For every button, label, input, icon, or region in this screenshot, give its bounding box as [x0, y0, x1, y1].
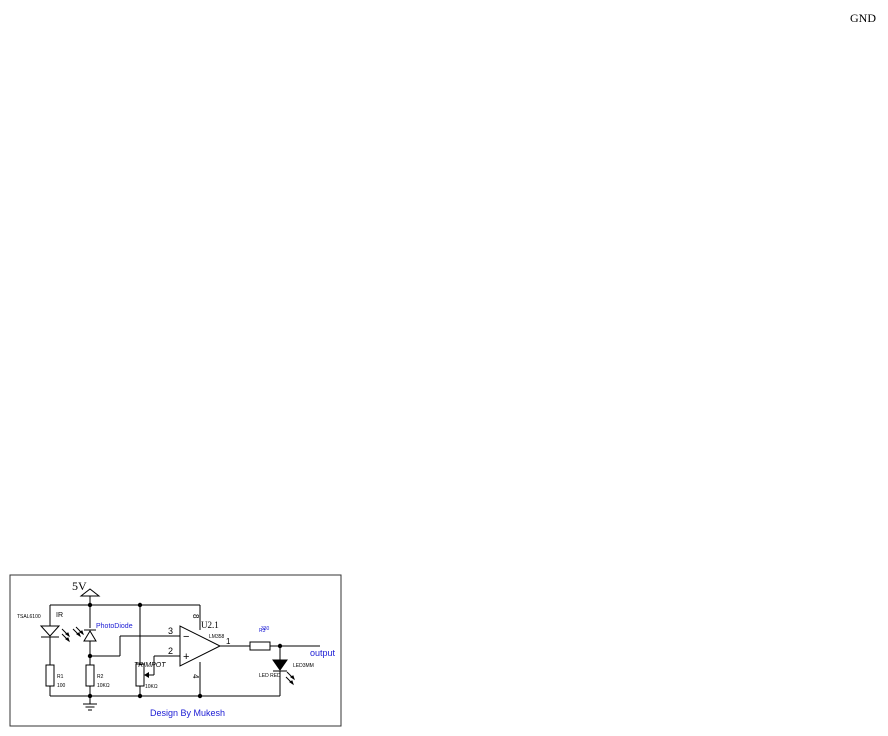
- r2-ref: R2: [97, 674, 104, 680]
- r3-ref: R3: [259, 628, 266, 634]
- led-name-label: LED RED: [259, 673, 281, 679]
- ir-led-symbol: [39, 625, 70, 643]
- r3-value: 330: [261, 626, 270, 632]
- ir-part-label: TSAL6100: [17, 614, 41, 620]
- ground-symbol: [83, 703, 97, 711]
- opamp-pin-8: 8: [191, 614, 200, 619]
- opamp-pin-1: 1: [226, 637, 231, 646]
- opamp-symbol: [179, 625, 222, 667]
- supply-5v-symbol: [79, 588, 101, 597]
- r1-ref: R1: [57, 674, 64, 680]
- r2-symbol: [85, 664, 95, 687]
- r2-value: 10KΩ: [97, 683, 110, 689]
- junctions: [87, 602, 283, 699]
- trimpot-name: TRIMPOT: [134, 662, 166, 669]
- opamp-pin-2: 2: [168, 646, 173, 656]
- r1-value: 100: [57, 683, 66, 689]
- opamp-plus-sign: +: [183, 651, 189, 663]
- output-net-label: output: [310, 648, 336, 658]
- r3-symbol: [249, 641, 271, 651]
- supply-label: 5V: [72, 579, 87, 593]
- design-credit: Design By Mukesh: [150, 708, 225, 718]
- led-red-symbol: [272, 659, 295, 686]
- photodiode-label: PhotoDiode: [96, 623, 133, 630]
- opamp-ref: U2.1: [201, 620, 219, 630]
- opamp-pin-4: 4: [191, 674, 200, 679]
- r1-symbol: [45, 664, 55, 687]
- ir-name-label: IR: [56, 612, 63, 619]
- trimpot-value: 10KΩ: [145, 684, 158, 690]
- photodiode-symbol: [72, 626, 97, 642]
- opamp-pin-3: 3: [168, 626, 173, 636]
- trimpot-wiper: [144, 672, 149, 678]
- led-part-label: LED3MM: [293, 663, 314, 669]
- gnd-label-top: GND: [850, 11, 876, 25]
- opamp-minus-sign: −: [183, 631, 189, 643]
- schematic-frame: [9, 574, 342, 727]
- opamp-part: LM358: [209, 634, 225, 640]
